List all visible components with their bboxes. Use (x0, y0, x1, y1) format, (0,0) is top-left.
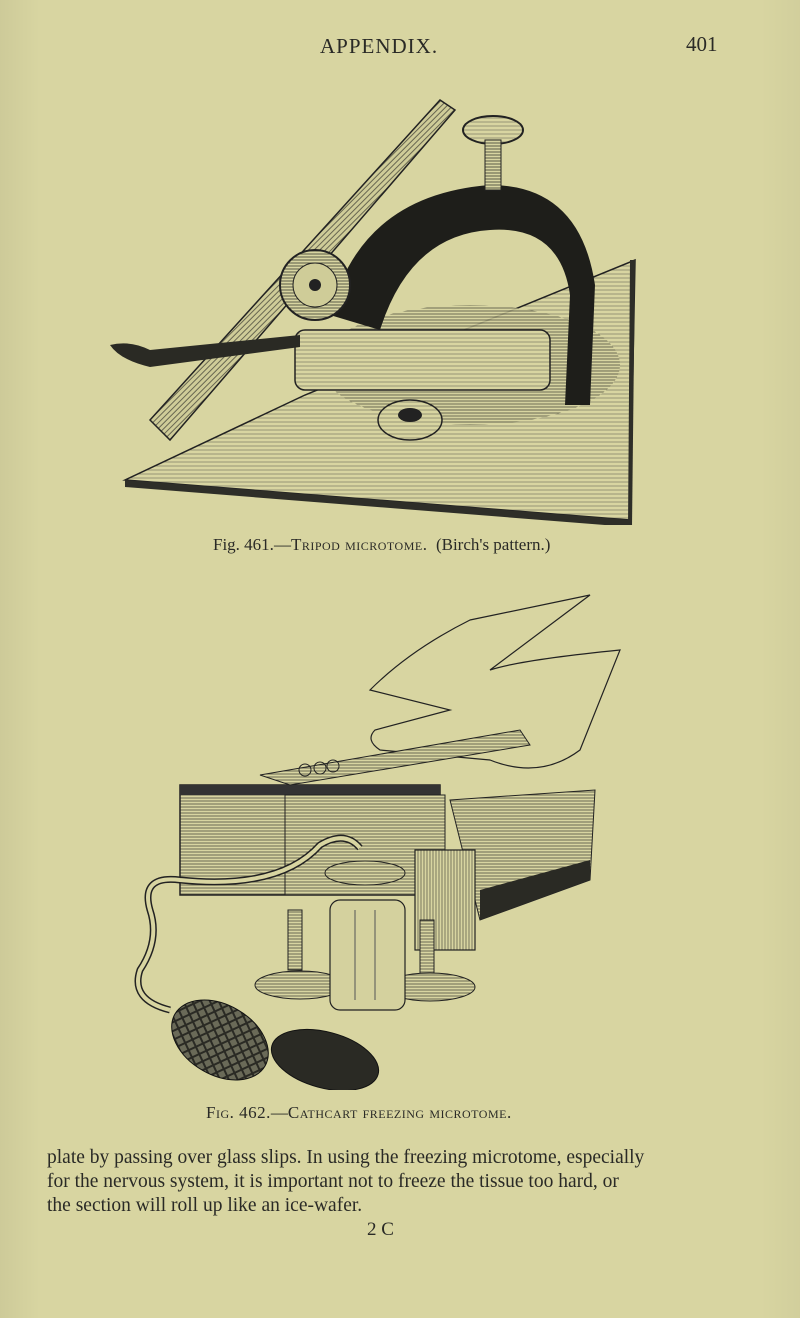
figure-461-label: Fig. 461. (213, 535, 274, 554)
running-head: APPENDIX. (320, 34, 439, 58)
tripod-microtome-illustration (110, 99, 636, 525)
page-number: 401 (686, 32, 718, 56)
body-line: the section will roll up like an ice-waf… (47, 1195, 363, 1216)
figure-461-title: Tripod microtome. (290, 535, 428, 554)
figure-462-cathcart-microtome (120, 590, 640, 1090)
cathcart-microtome-illustration (134, 594, 621, 1090)
body-paragraph: plate by passing over glass slips. In us… (47, 1146, 752, 1218)
figure-462-caption: Fig. 462.—Cathcart freezing microtome. (206, 1103, 512, 1122)
signature-mark: 2 C (367, 1219, 394, 1240)
figure-462-title: Cathcart freezing microtome. (287, 1103, 512, 1122)
figure-461-note: (Birch's pattern.) (435, 535, 551, 554)
figure-461-caption: Fig. 461.—Tripod microtome. (Birch's pat… (213, 535, 551, 554)
page-header: APPENDIX. 401 (0, 32, 800, 62)
figure-462-label: Fig. 462. (206, 1103, 271, 1122)
body-line: plate by passing over glass slips. In us… (47, 1147, 645, 1168)
body-line: for the nervous system, it is important … (47, 1171, 619, 1192)
figure-461-tripod-microtome (110, 85, 670, 525)
